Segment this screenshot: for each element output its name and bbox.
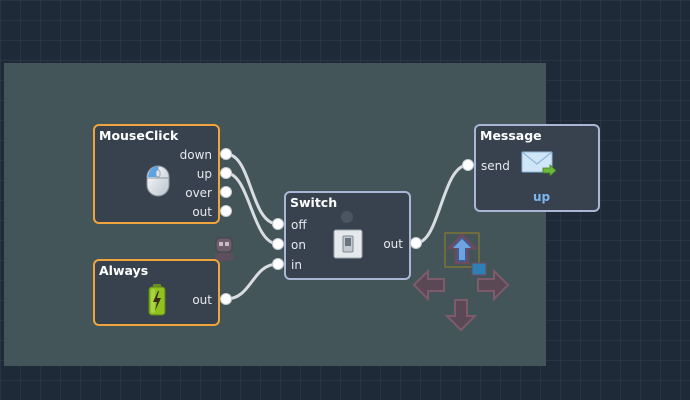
arrow-down-sprite-icon[interactable] (444, 298, 478, 332)
arrow-right-sprite-icon[interactable] (476, 268, 510, 302)
mouse-icon (146, 165, 170, 197)
switch-output-out-label: out (383, 237, 403, 251)
envelope-icon (521, 151, 557, 177)
always-title: Always (99, 263, 149, 278)
switch-input-in-label: in (291, 258, 302, 272)
mouseclick-output-up-label: up (196, 167, 212, 181)
battery-icon (148, 284, 166, 316)
mouseclick-output-down-label: down (179, 148, 212, 162)
message-node[interactable]: Message send up (474, 124, 600, 212)
toggle-switch-icon (333, 229, 363, 259)
switch-input-on-label: on (291, 238, 306, 252)
switch-title: Switch (290, 195, 338, 210)
always-node[interactable]: Always out (93, 259, 220, 326)
always-output-out-label: out (192, 293, 212, 307)
status-indicator-icon (341, 211, 353, 223)
message-input-send-label: send (481, 159, 510, 173)
mouseclick-output-over-label: over (185, 186, 212, 200)
switch-node[interactable]: Switch off on in out (284, 191, 411, 280)
mouseclick-node[interactable]: MouseClick down up over out (93, 124, 220, 224)
message-value: up (533, 190, 551, 204)
message-title: Message (480, 128, 542, 143)
mouseclick-title: MouseClick (99, 128, 179, 143)
blue-square-sprite-icon[interactable] (471, 262, 487, 276)
mouseclick-output-out-label: out (192, 205, 212, 219)
arrow-left-sprite-icon[interactable] (412, 268, 446, 302)
switch-input-off-label: off (291, 218, 307, 232)
